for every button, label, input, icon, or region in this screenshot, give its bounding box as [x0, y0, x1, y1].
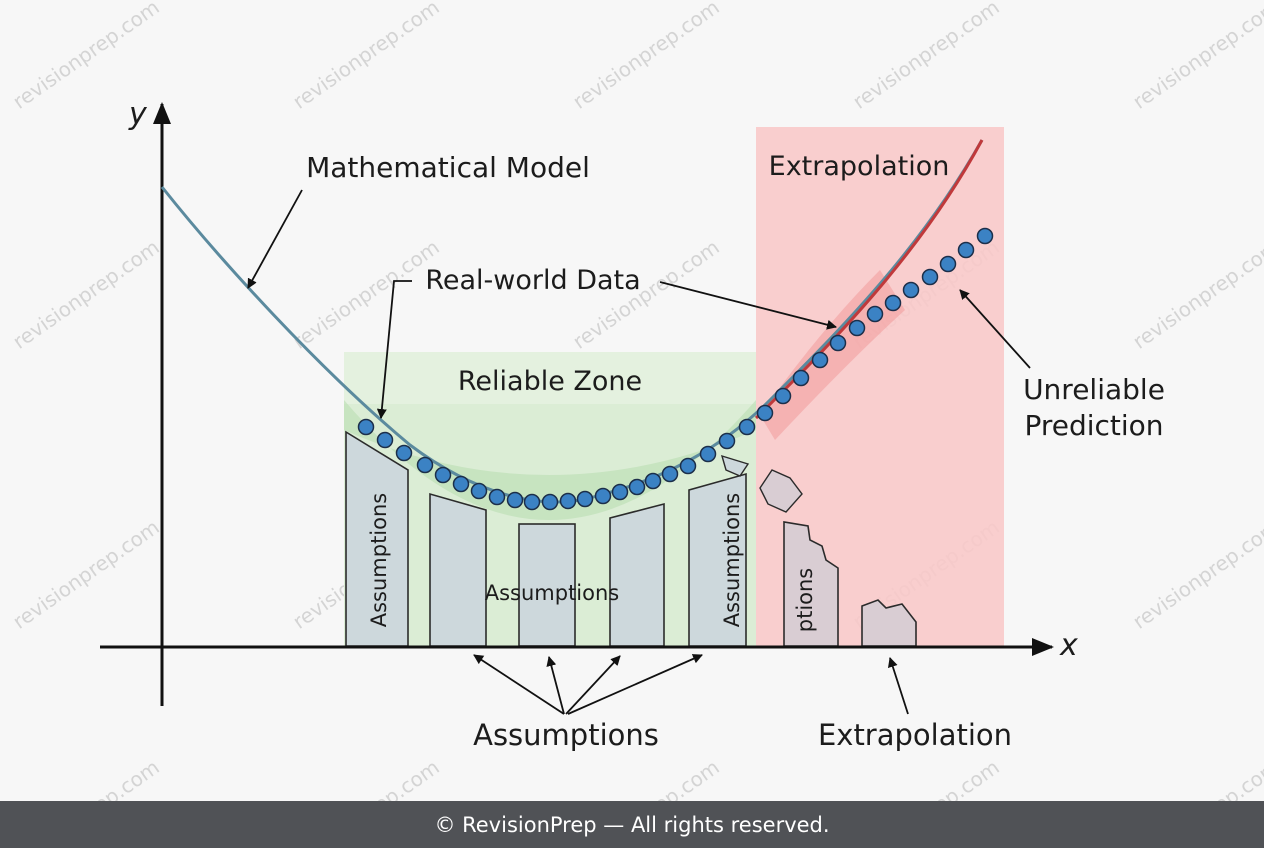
watermark-text: revisionprep.com — [288, 235, 443, 354]
assumptions-arrow-4 — [567, 654, 703, 715]
data-point — [811, 351, 829, 369]
data-point — [921, 268, 939, 286]
debris-piece-1 — [759, 469, 803, 513]
data-point — [376, 431, 394, 449]
data-point — [976, 227, 994, 245]
data-point — [611, 483, 629, 501]
pillar-left-label: Assumptions — [367, 493, 391, 628]
watermark-text: revisionprep.com — [1128, 235, 1264, 354]
x-axis-label: x — [1059, 628, 1078, 663]
data-point — [957, 241, 975, 259]
model-arrow — [247, 189, 303, 289]
extrapolation-zone-label: Extrapolation — [769, 151, 950, 182]
data-point — [594, 487, 612, 505]
data-point — [902, 281, 920, 299]
assumptions-arrow-2 — [546, 656, 565, 715]
data-point — [576, 490, 594, 508]
model-label: Mathematical Model — [306, 151, 590, 184]
data-arrow-left — [376, 280, 412, 419]
data-point — [774, 387, 792, 405]
data-point — [628, 478, 646, 496]
data-point — [506, 491, 524, 509]
data-points — [357, 227, 994, 511]
data-point — [523, 493, 541, 511]
data-point — [939, 255, 957, 273]
unreliable-label-line1: Unreliable — [1023, 373, 1165, 406]
pillar-fragment — [720, 454, 750, 477]
data-point — [829, 334, 847, 352]
data-point — [357, 418, 375, 436]
data-point — [679, 457, 697, 475]
data-point — [866, 305, 884, 323]
watermark-text: revisionprep.com — [8, 515, 163, 634]
assumptions-arrows — [473, 654, 703, 715]
y-axis-label: y — [128, 97, 148, 132]
watermark-text: revisionprep.com — [848, 0, 1003, 114]
pillar-second — [429, 492, 487, 647]
watermark-text: revisionprep.com — [1128, 0, 1264, 114]
data-label: Real-world Data — [425, 265, 640, 296]
assumptions-arrow-1 — [473, 654, 565, 715]
pillar-fourth — [609, 502, 665, 647]
watermark-text: revisionprep.com — [1128, 515, 1264, 634]
data-arrow-right — [659, 281, 837, 330]
data-point — [416, 456, 434, 474]
data-point — [470, 482, 488, 500]
pillar-center-label: Assumptions — [485, 581, 620, 605]
unreliable-label-line2: Prediction — [1024, 409, 1163, 442]
data-point — [661, 465, 679, 483]
data-point — [848, 319, 866, 337]
watermark-text: revisionprep.com — [568, 0, 723, 114]
pillar-center — [518, 523, 576, 647]
copyright-footer: © RevisionPrep — All rights reserved. — [0, 801, 1264, 848]
data-point — [559, 492, 577, 510]
data-point — [699, 445, 717, 463]
pillar-right-label: Assumptions — [720, 493, 744, 628]
data-point — [434, 466, 452, 484]
assumptions-label: Assumptions — [473, 718, 659, 752]
extrapolation-arrow — [887, 657, 909, 715]
data-point — [644, 472, 662, 490]
watermark-text: revisionprep.com — [288, 0, 443, 114]
watermark-text: revisionprep.com — [8, 235, 163, 354]
extrapolated-curve — [754, 139, 984, 420]
data-point — [718, 432, 736, 450]
data-point — [884, 294, 902, 312]
data-point — [488, 488, 506, 506]
data-point — [395, 444, 413, 462]
data-point — [792, 369, 810, 387]
reliable-zone-band — [344, 400, 756, 520]
extrapolation-bottom-label: Extrapolation — [818, 718, 1012, 752]
data-point — [738, 418, 756, 436]
data-point — [756, 404, 774, 422]
data-point — [452, 475, 470, 493]
assumptions-arrow-3 — [565, 655, 621, 715]
data-point — [541, 493, 559, 511]
pillar-broken-label: ptions — [793, 568, 817, 633]
reliable-zone-label: Reliable Zone — [458, 366, 642, 397]
unreliable-arrow — [959, 289, 1031, 369]
